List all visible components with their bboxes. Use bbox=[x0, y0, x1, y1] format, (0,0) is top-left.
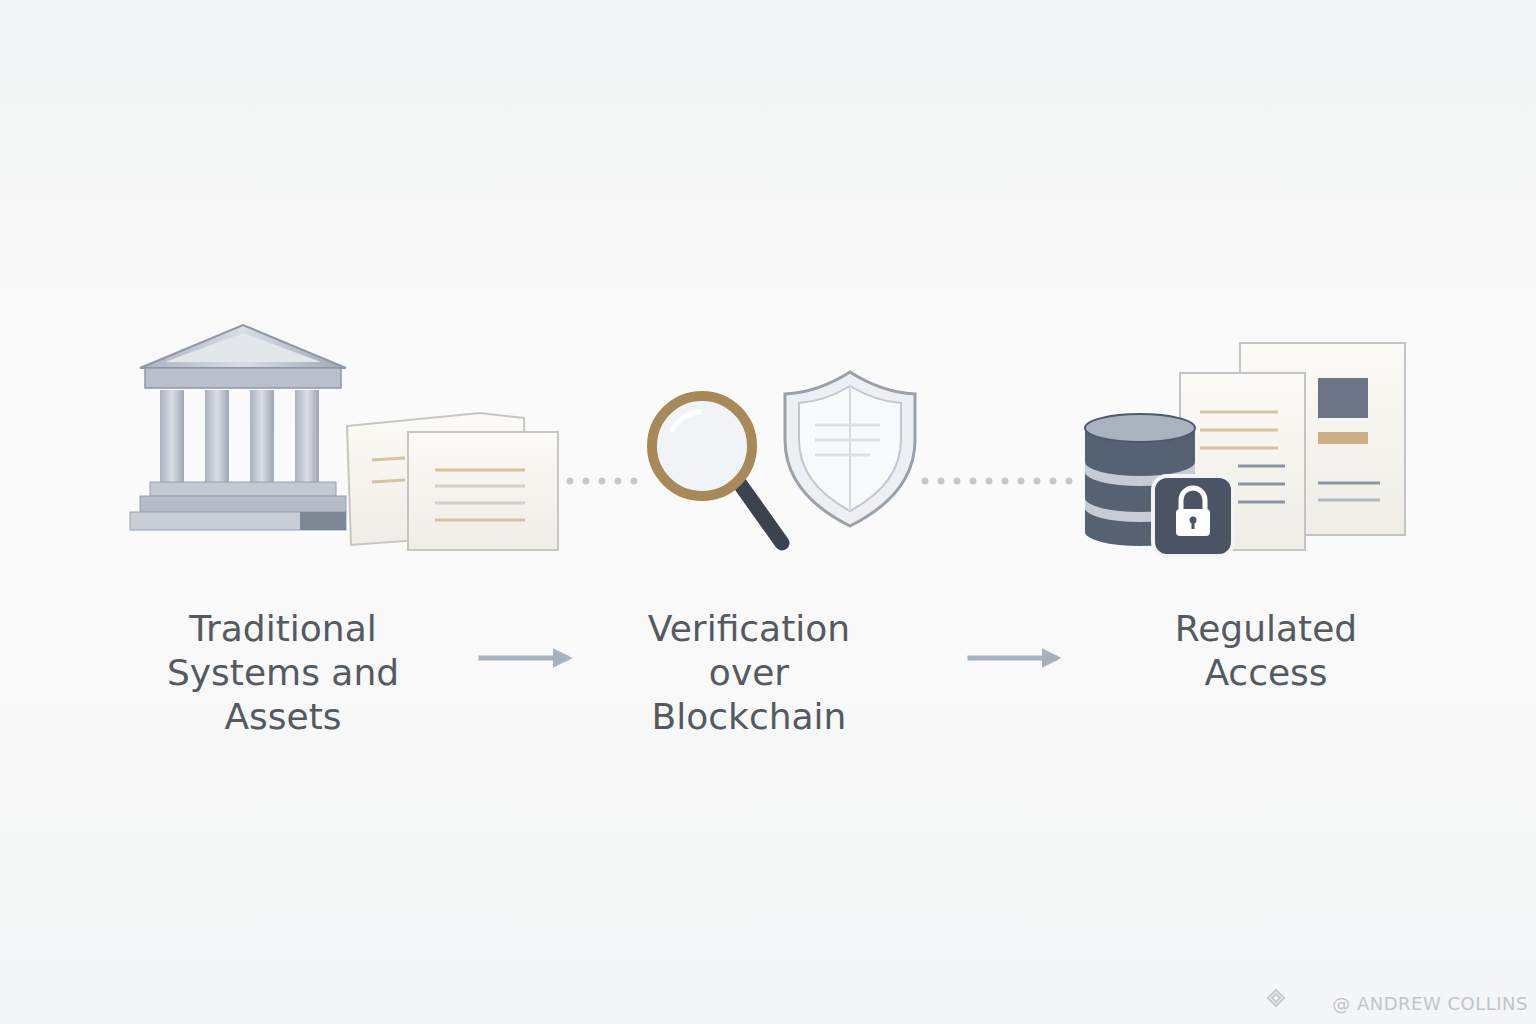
flow-arrow bbox=[479, 656, 569, 661]
step-label: Verification over Blockchain bbox=[619, 603, 879, 743]
flow-arrow bbox=[968, 656, 1058, 661]
bank-icon bbox=[130, 325, 346, 530]
watermark-logo bbox=[1268, 990, 1284, 1006]
step-title: Regulated Access bbox=[1152, 607, 1380, 695]
step-title: Verification over Blockchain bbox=[625, 607, 873, 739]
lock-icon bbox=[1153, 476, 1233, 556]
step-label: Traditional Systems and Assets bbox=[138, 603, 428, 743]
shield-icon bbox=[785, 372, 915, 526]
watermark: @ ANDREW COLLINS bbox=[1332, 993, 1528, 1014]
document-icon bbox=[347, 413, 558, 550]
step-label: Regulated Access bbox=[1146, 603, 1386, 699]
step-title: Traditional Systems and Assets bbox=[144, 607, 422, 739]
magnifier-icon bbox=[652, 396, 782, 543]
